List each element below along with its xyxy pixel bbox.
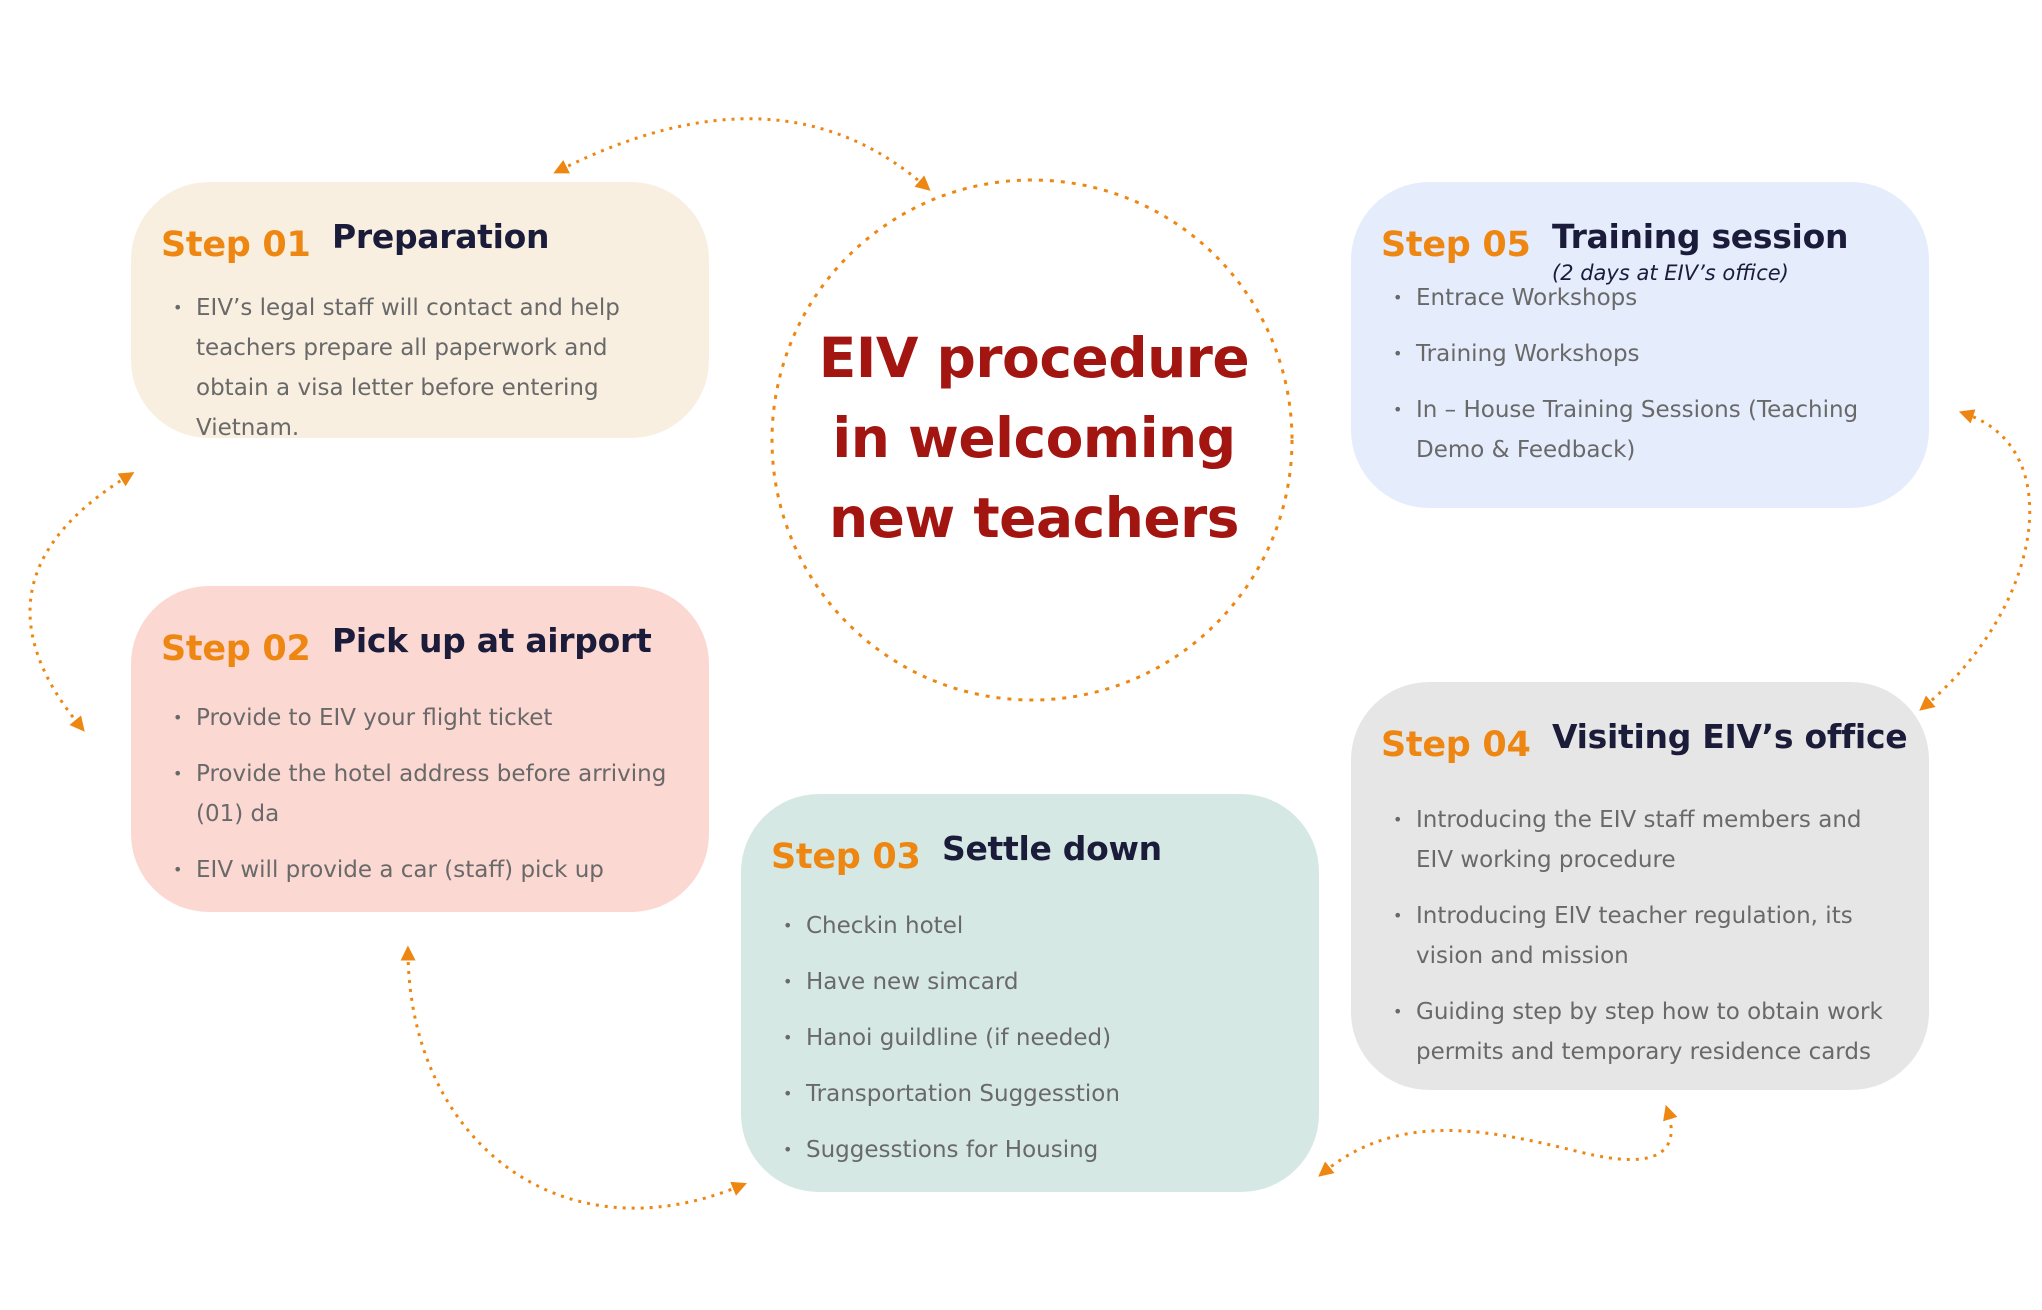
step-03-item: Have new simcard [771, 962, 1293, 1002]
step-02-card: Step 02 Pick up at airport Provide to EI… [131, 586, 709, 912]
step-05-label: Step 05 [1381, 225, 1531, 265]
step-01-list: EIV’s legal staff will contact and help … [161, 288, 683, 448]
step-03-item: Suggesstions for Housing [771, 1130, 1293, 1170]
center-title-line-3: new teachers [828, 486, 1240, 550]
arrow-step2-step3 [400, 945, 747, 1210]
step-04-title: Visiting EIV’s office [1552, 717, 1908, 756]
step-04-item: Guiding step by step how to obtain work … [1381, 992, 1903, 1072]
step-04-card: Step 04 Visiting EIV’s office Introducin… [1351, 682, 1929, 1090]
step-01-card: Step 01 Preparation EIV’s legal staff wi… [131, 182, 709, 441]
step-05-item: In – House Training Sessions (Teaching D… [1381, 390, 1903, 470]
step-02-title: Pick up at airport [332, 621, 652, 660]
step-01-item: EIV’s legal staff will contact and help … [161, 288, 683, 448]
center-title: EIV procedure in welcoming new teachers [780, 318, 1288, 558]
step-01-header: Step 01 Preparation [161, 220, 683, 276]
step-01-title: Preparation [332, 217, 550, 256]
step-04-item: Introducing EIV teacher regulation, its … [1381, 896, 1903, 976]
step-04-header: Step 04 Visiting EIV’s office [1381, 720, 1908, 776]
center-title-line-2: in welcoming [832, 406, 1236, 470]
step-01-label: Step 01 [161, 225, 311, 265]
step-02-label: Step 02 [161, 629, 311, 669]
step-04-list: Introducing the EIV staff members and EI… [1381, 800, 1903, 1072]
step-02-item: Provide the hotel address before arrivin… [161, 754, 683, 834]
center-title-line-1: EIV procedure [818, 326, 1250, 390]
step-02-list: Provide to EIV your flight ticket Provid… [161, 698, 683, 890]
step-05-item: Training Workshops [1381, 334, 1903, 374]
step-03-card: Step 03 Settle down Checkin hotel Have n… [741, 794, 1319, 1192]
arrow-step4-step5 [1919, 409, 2032, 711]
arrow-step1-step2 [28, 472, 135, 732]
arrow-step1-center [553, 117, 931, 191]
step-03-item: Hanoi guildline (if needed) [771, 1018, 1293, 1058]
step-02-item: EIV will provide a car (staff) pick up [161, 850, 683, 890]
step-03-header: Step 03 Settle down [771, 832, 1293, 888]
step-05-list: Entrace Workshops Training Workshops In … [1381, 278, 1903, 470]
step-02-header: Step 02 Pick up at airport [161, 624, 683, 680]
step-05-card: Step 05 Training session (2 days at EIV’… [1351, 182, 1929, 508]
step-03-title: Settle down [942, 829, 1162, 868]
step-02-item: Provide to EIV your flight ticket [161, 698, 683, 738]
arrow-step3-step4 [1318, 1104, 1678, 1177]
step-05-header: Step 05 Training session (2 days at EIV’… [1381, 217, 1903, 285]
step-04-item: Introducing the EIV staff members and EI… [1381, 800, 1903, 880]
step-05-item: Entrace Workshops [1381, 278, 1903, 318]
step-03-label: Step 03 [771, 837, 921, 877]
step-03-item: Checkin hotel [771, 906, 1293, 946]
step-04-label: Step 04 [1381, 725, 1531, 765]
step-03-list: Checkin hotel Have new simcard Hanoi gui… [771, 906, 1293, 1170]
step-03-item: Transportation Suggesstion [771, 1074, 1293, 1114]
step-05-title: Training session [1552, 217, 1849, 256]
